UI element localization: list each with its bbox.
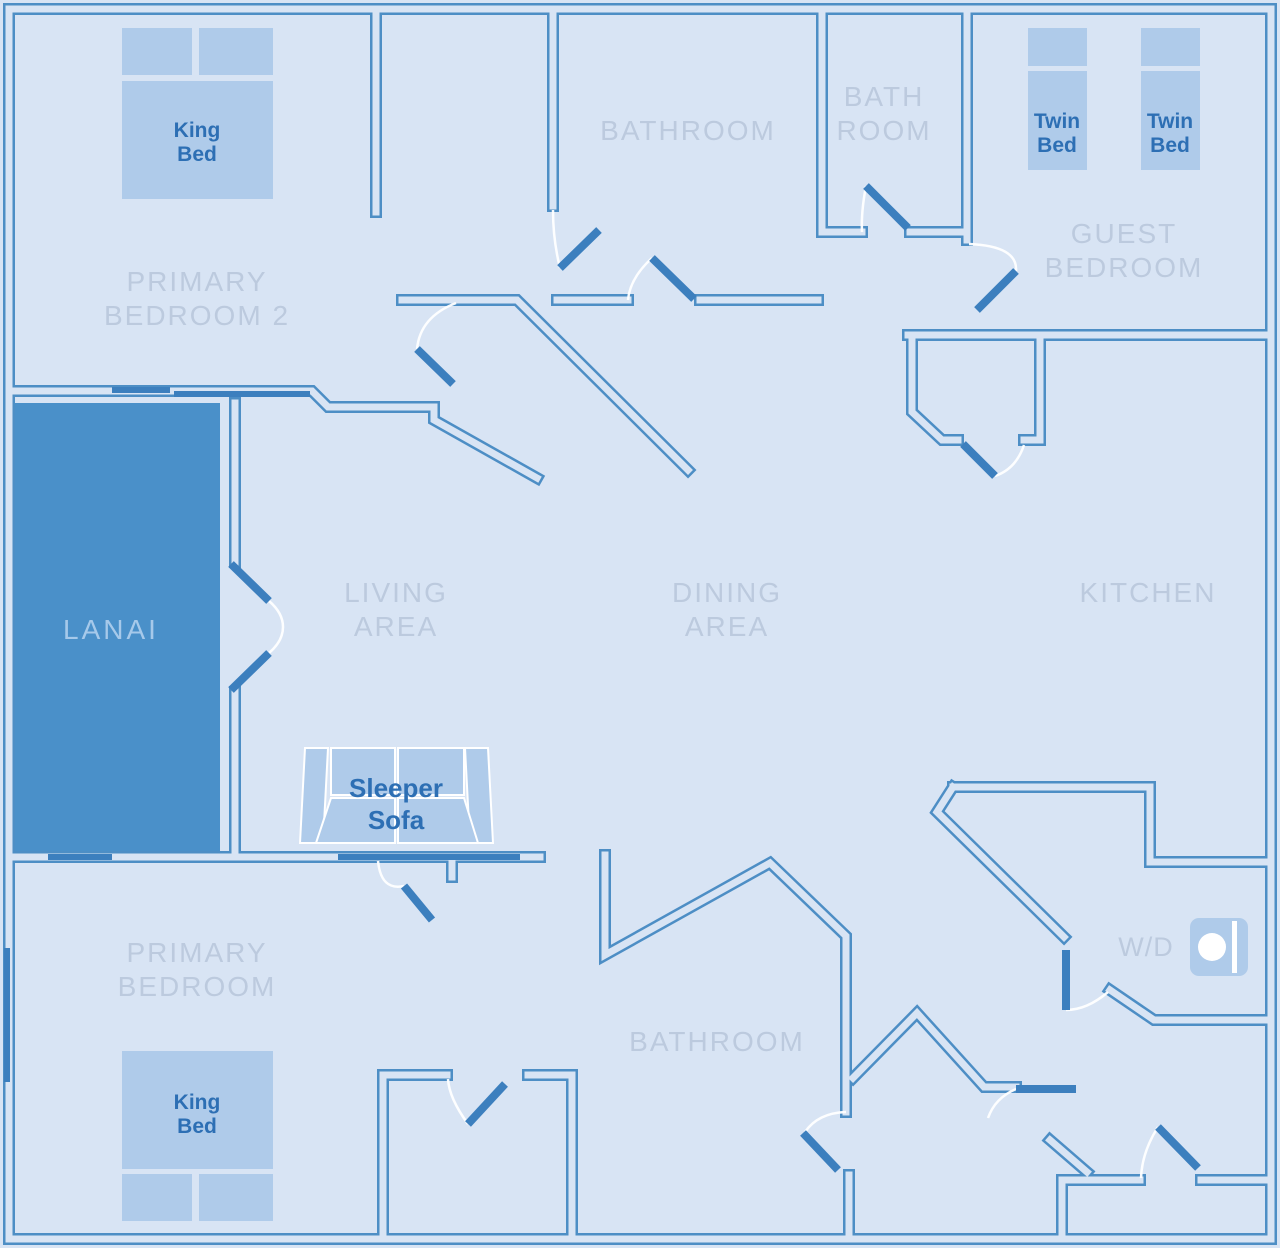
label-twin-bed-right: Bed <box>1150 134 1190 157</box>
door-leaf <box>557 227 602 271</box>
room-label-bath-room: ROOM <box>836 115 931 146</box>
door-leaf <box>1155 1124 1201 1171</box>
room-label-lanai: LANAI <box>63 614 159 645</box>
king-bed-bottom <box>122 1051 273 1221</box>
door-leaf <box>465 1081 508 1127</box>
room-label-bathroom-bottom: BATHROOM <box>629 1026 805 1057</box>
door-leaf <box>400 883 436 923</box>
windows <box>4 387 520 1082</box>
label-twin-bed-right: Twin <box>1147 110 1193 133</box>
room-labels: PRIMARY BEDROOM 2 BATHROOM BATH ROOM GUE… <box>63 81 1217 1057</box>
room-label-bath-room: BATH <box>844 81 925 112</box>
room-label-primary-bedroom-2: BEDROOM 2 <box>104 300 290 331</box>
label-sleeper-sofa: Sofa <box>368 805 425 835</box>
label-sleeper-sofa: Sleeper <box>349 773 443 803</box>
walls <box>3 3 1277 1245</box>
door-leaf <box>414 346 456 387</box>
door-leaf <box>960 441 998 479</box>
label-king-bed-top: King <box>174 119 221 142</box>
door-arcs <box>268 185 1160 1179</box>
label-king-bed-top: Bed <box>177 143 217 166</box>
room-label-kitchen: KITCHEN <box>1080 577 1217 608</box>
french-door-leaf <box>228 561 272 604</box>
door-leaf <box>800 1130 841 1173</box>
room-label-living-area: LIVING <box>344 577 448 608</box>
label-twin-bed-left: Twin <box>1034 110 1080 133</box>
room-label-bathroom-top: BATHROOM <box>600 115 776 146</box>
furniture-shapes <box>122 28 1248 1221</box>
furniture-labels: King Bed Twin Bed Twin Bed King Bed Slee… <box>174 110 1193 1138</box>
room-label-primary-bedroom-2: PRIMARY <box>126 266 267 297</box>
door-leaf <box>649 255 697 302</box>
room-label-laundry: W/D <box>1118 932 1173 962</box>
room-label-primary-bedroom: PRIMARY <box>126 937 267 968</box>
label-king-bed-bottom: Bed <box>177 1115 217 1138</box>
lanai-area <box>9 403 220 852</box>
room-label-primary-bedroom: BEDROOM <box>118 971 277 1002</box>
twin-bed-right <box>1141 28 1200 170</box>
king-bed-top <box>122 28 273 199</box>
sleeper-sofa <box>298 747 495 844</box>
french-door-leaf <box>228 650 272 693</box>
room-label-dining-area: DINING <box>672 577 782 608</box>
twin-bed-left <box>1028 28 1087 170</box>
room-label-guest-bedroom: BEDROOM <box>1045 252 1204 283</box>
label-twin-bed-left: Bed <box>1037 134 1077 157</box>
room-label-living-area: AREA <box>354 611 438 642</box>
room-label-guest-bedroom: GUEST <box>1071 218 1177 249</box>
washer-dryer-icon <box>1190 918 1248 976</box>
label-king-bed-bottom: King <box>174 1091 221 1114</box>
room-label-dining-area: AREA <box>685 611 769 642</box>
door-leaf <box>863 183 911 231</box>
door-leaf <box>974 268 1019 313</box>
doors <box>228 183 1201 1173</box>
